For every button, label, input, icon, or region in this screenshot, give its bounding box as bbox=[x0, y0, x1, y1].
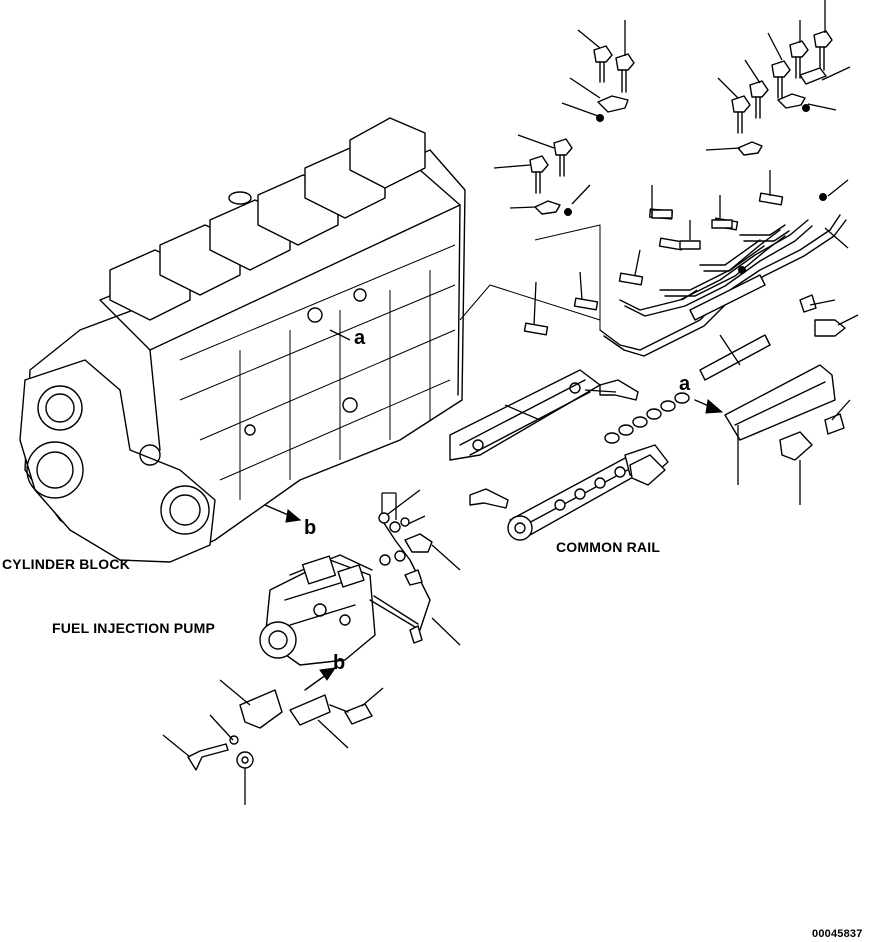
bolt bbox=[529, 155, 549, 194]
bolt bbox=[553, 138, 573, 177]
fuel-injection-pump-label: FUEL INJECTION PUMP bbox=[52, 620, 216, 636]
bolt bbox=[593, 45, 613, 83]
cylinder-block bbox=[19, 117, 466, 563]
common-rail bbox=[449, 319, 846, 541]
fuel-injection-pump bbox=[187, 519, 431, 771]
bolt bbox=[615, 53, 635, 93]
reference-a-block: a bbox=[354, 327, 366, 349]
bolt bbox=[771, 60, 791, 99]
rail-outlets bbox=[554, 466, 626, 511]
cylinder-block-label: CYLINDER BLOCK bbox=[2, 556, 131, 572]
bolt bbox=[749, 80, 769, 119]
common-rail-label: COMMON RAIL bbox=[556, 539, 661, 555]
injection-pipes bbox=[459, 192, 847, 381]
valve-covers bbox=[109, 117, 426, 321]
bolt bbox=[731, 95, 751, 134]
flow-limiter-stack bbox=[604, 392, 690, 444]
drawing-code: 00045837 bbox=[812, 928, 863, 940]
leader-lines bbox=[162, 0, 859, 805]
bolt bbox=[813, 30, 833, 71]
reference-b-pump: b bbox=[333, 652, 346, 674]
fasteners-upper bbox=[529, 30, 833, 313]
reference-a-rail: a bbox=[679, 373, 691, 395]
pump-line-fittings bbox=[378, 512, 433, 644]
reference-b-block: b bbox=[304, 517, 317, 539]
